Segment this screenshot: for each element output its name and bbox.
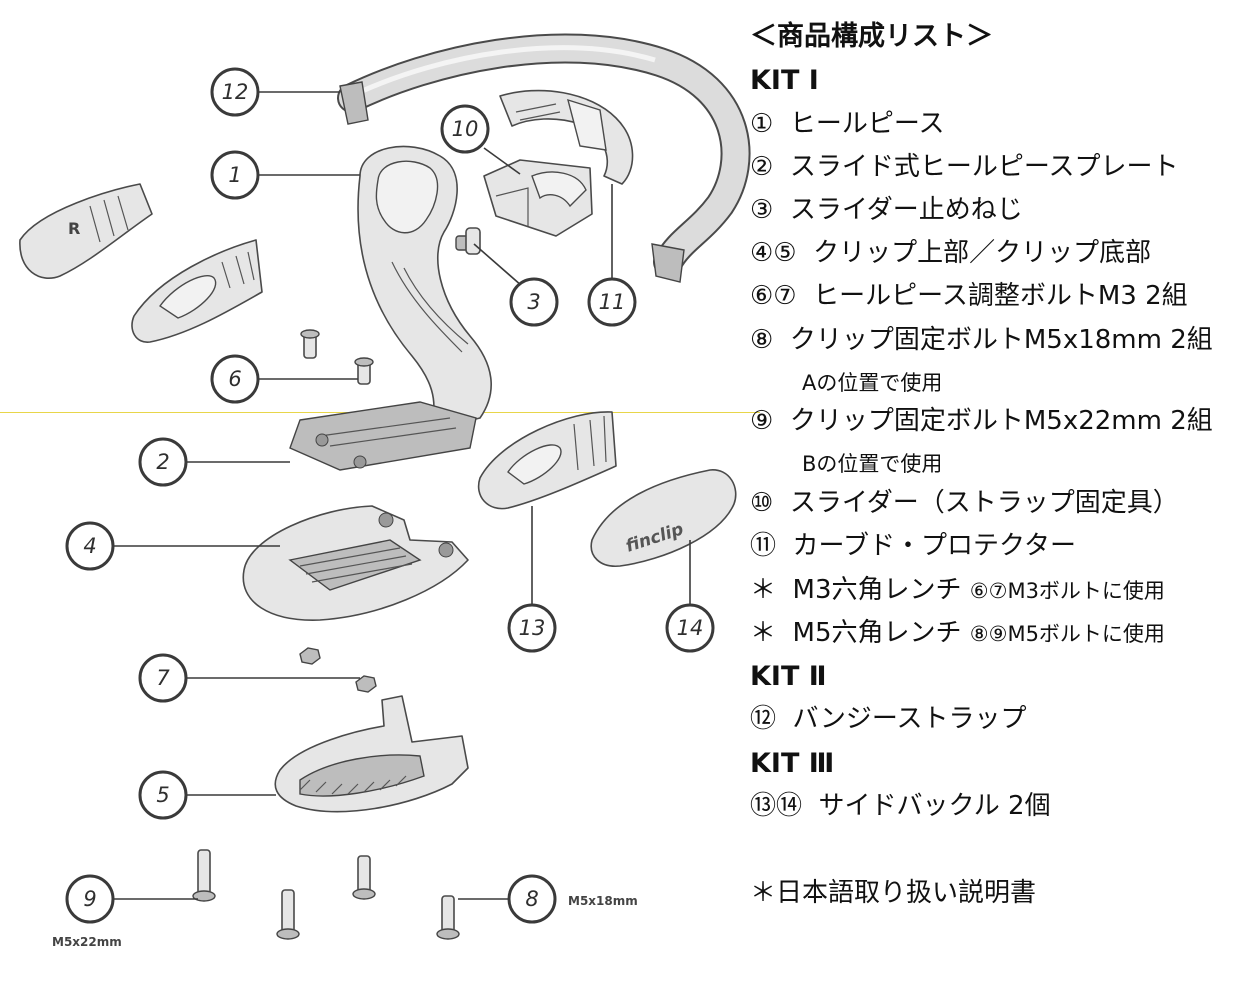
list-title: ＜商品構成リスト＞	[750, 21, 993, 52]
svg-text:4: 4	[83, 534, 96, 558]
list-item: ⑩ スライダー（ストラップ固定具）	[750, 488, 1179, 518]
item-text: スライダー（ストラップ固定具）	[789, 488, 1179, 518]
item-mark: ＊	[750, 575, 777, 605]
kit-2-heading: KIT Ⅱ	[750, 661, 827, 692]
part-12-bungee-strap	[337, 33, 751, 283]
item-mark: ⑨	[750, 406, 774, 436]
list-item: ③ スライダー止めねじ	[750, 195, 1023, 225]
item-mark: ⑥⑦	[750, 281, 797, 311]
list-item: ⑫ バンジーストラップ	[750, 704, 1027, 734]
part-7-m3-nuts	[299, 647, 377, 693]
svg-text:9: 9	[83, 887, 96, 911]
item-mark: ⑩	[750, 488, 774, 518]
list-item: ② スライド式ヒールピースプレート	[750, 152, 1179, 182]
size-label-m5x18: M5x18mm	[568, 894, 638, 908]
part-13-side-buckle	[477, 411, 617, 510]
item-text: M3六角レンチ	[792, 575, 962, 605]
item-text: カーブド・プロテクター	[792, 531, 1076, 561]
kit-1-heading: KIT Ⅰ	[750, 65, 819, 96]
svg-text:6: 6	[228, 367, 241, 391]
part-14-finclip-buckle: finclip	[590, 469, 737, 567]
part-11-curved-protector	[499, 89, 634, 185]
callout-9: 9	[65, 874, 115, 924]
callout-7: 7	[138, 653, 188, 703]
item-text: クリップ固定ボルトM5x22mm 2組	[789, 406, 1213, 436]
callout-13: 13	[507, 603, 557, 653]
item-note: ⑥⑦M3ボルトに使用	[969, 579, 1165, 603]
item-mark: ⑫	[750, 704, 777, 734]
item-mark: ②	[750, 152, 774, 182]
part-1-heel-piece	[289, 145, 492, 471]
callout-2: 2	[138, 437, 188, 487]
part-3-slider-screw	[455, 227, 481, 255]
svg-text:1: 1	[228, 163, 241, 187]
item-text: M5六角レンチ	[792, 618, 962, 648]
callout-1: 1	[210, 150, 260, 200]
item-text: クリップ上部／クリップ底部	[813, 238, 1152, 268]
item-mark: ④⑤	[750, 238, 797, 268]
item-mark: ⑧	[750, 325, 774, 355]
part-4-clip-top	[242, 505, 469, 621]
svg-text:2: 2	[156, 450, 169, 474]
svg-text:13: 13	[519, 616, 546, 640]
svg-text:3: 3	[527, 290, 540, 314]
callout-8: 8	[507, 874, 557, 924]
manual-note: ＊日本語取り扱い説明書	[750, 878, 1037, 908]
callout-10: 10	[440, 104, 490, 154]
svg-text:12: 12	[222, 80, 249, 104]
part-10-slider	[483, 159, 593, 237]
callout-11: 11	[587, 277, 637, 327]
svg-text:7: 7	[156, 666, 170, 690]
item-text: バンジーストラップ	[792, 704, 1027, 734]
size-label-m5x22: M5x22mm	[52, 935, 122, 949]
leader-lines	[112, 91, 691, 900]
item-text: スライド式ヒールピースプレート	[789, 152, 1179, 182]
item-mark: ③	[750, 195, 774, 225]
callout-4: 4	[65, 521, 115, 571]
item-mark: ⑪	[750, 531, 777, 561]
callout-14: 14	[665, 603, 715, 653]
svg-text:10: 10	[452, 117, 479, 141]
item-mark: ①	[750, 109, 774, 139]
side-mark: R	[68, 219, 80, 238]
list-item: ⑬⑭ サイドバックル 2個	[750, 791, 1051, 821]
item-note: ⑧⑨M5ボルトに使用	[969, 622, 1165, 646]
part-6-m3-bolts	[300, 329, 374, 385]
callout-3: 3	[509, 277, 559, 327]
item-mark: ⑬⑭	[750, 791, 803, 821]
callout-6: 6	[210, 354, 260, 404]
part-13-buckle-plate	[131, 239, 263, 343]
list-item: ⑧ クリップ固定ボルトM5x18mm 2組	[750, 325, 1213, 355]
svg-text:14: 14	[677, 616, 704, 640]
callout-12: 12	[210, 67, 260, 117]
item-text: ヒールピース調整ボルトM3 2組	[813, 281, 1188, 311]
item-note: Bの位置で使用	[802, 452, 943, 476]
item-text: スライダー止めねじ	[789, 195, 1023, 225]
list-item: ＊ M3六角レンチ ⑥⑦M3ボルトに使用	[750, 575, 1165, 606]
svg-text:5: 5	[156, 783, 169, 807]
item-text: サイドバックル 2個	[818, 791, 1051, 821]
list-item: ⑥⑦ ヒールピース調整ボルトM3 2組	[750, 281, 1188, 311]
item-mark: ＊	[750, 618, 777, 648]
list-item: ⑪ カーブド・プロテクター	[750, 531, 1076, 561]
list-item: ④⑤ クリップ上部／クリップ底部	[750, 238, 1151, 268]
item-text: ヒールピース	[789, 109, 945, 139]
part-9-m5x22-bolts	[192, 849, 300, 940]
part-r-side-cover: R	[19, 183, 153, 279]
kit-3-heading: KIT Ⅲ	[750, 748, 835, 779]
part-5-clip-bottom	[274, 695, 469, 813]
callout-5: 5	[138, 770, 188, 820]
item-text: クリップ固定ボルトM5x18mm 2組	[789, 325, 1213, 355]
exploded-parts-diagram: R finclip	[19, 33, 751, 949]
svg-text:11: 11	[599, 290, 626, 314]
part-8-m5x18-bolts	[352, 855, 460, 940]
list-item: ＊ M5六角レンチ ⑧⑨M5ボルトに使用	[750, 618, 1165, 649]
list-item: ⑨ クリップ固定ボルトM5x22mm 2組	[750, 406, 1213, 436]
item-note: Aの位置で使用	[802, 371, 943, 395]
svg-text:8: 8	[525, 887, 538, 911]
list-item: ① ヒールピース	[750, 109, 945, 139]
